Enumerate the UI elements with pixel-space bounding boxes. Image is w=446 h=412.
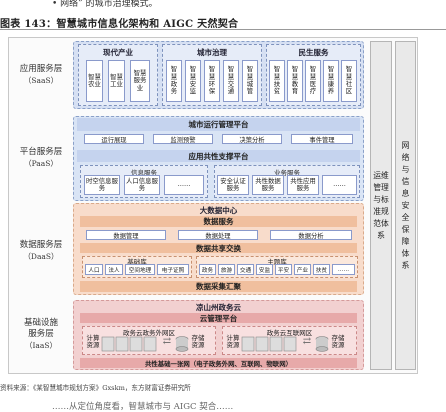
common-platform-title: 应用共性支撑平台	[77, 150, 360, 162]
left-server-rack-icon	[101, 336, 157, 352]
top-text-fragment: • 网络” 的城市治理模式。	[52, 0, 158, 9]
app-smart-medical: 智慧医疗	[305, 60, 321, 102]
data-collection-title: 数据采集汇聚	[80, 281, 357, 292]
biz-services-title: 业务服务	[274, 169, 300, 177]
population-info-service: 人口信息服务	[124, 175, 160, 195]
left-compute-label: 计算资源	[86, 334, 100, 349]
security-auth-service: 安全认证服务	[217, 175, 249, 195]
daas-layer-name: 数据服务层	[19, 240, 63, 250]
topic-public-security: 平安	[275, 264, 292, 275]
data-processing: 数据处理	[178, 230, 258, 240]
saas-layer-sub: （SaaS）	[23, 76, 59, 85]
ops-platform-title: 城市运行管理平台	[77, 118, 360, 131]
left-link-arrow-icon: ⇄	[162, 336, 172, 347]
app-smart-agriculture: 智慧农业	[86, 60, 103, 102]
daas-layer-label: 数据服务层 （DaaS）	[12, 240, 70, 262]
base-e-license: 电子证照	[157, 264, 189, 275]
spatial-info-service: 时空信息服务	[84, 175, 120, 195]
base-spatial-geo: 空间地理	[125, 264, 155, 275]
topic-safety: 安监	[256, 264, 273, 275]
governance-title: 城市治理	[197, 48, 227, 57]
iaas-layer-name-2: 服务层	[28, 329, 54, 339]
iaas-layer-label: 基础设施 服务层 （IaaS）	[12, 318, 70, 351]
daas-layer-sub: （DaaS）	[23, 252, 59, 261]
iaas-layer-name-1: 基础设施	[23, 318, 58, 328]
data-exchange-title: 数据共享交换	[80, 243, 357, 253]
gov-internet-zone-title: 政务云互联网区	[266, 329, 313, 337]
app-smart-services: 智慧服务业	[130, 60, 150, 102]
info-services-title: 信息服务	[131, 169, 157, 177]
livelihood-title: 民生服务	[298, 48, 329, 57]
app-smart-education: 智慧教育	[287, 60, 303, 102]
cloud-mgmt-platform: 云管理平台	[80, 313, 357, 323]
right-storage-icon	[315, 336, 329, 352]
topic-gov: 政务	[199, 264, 216, 275]
right-storage-label: 存储资源	[331, 334, 345, 349]
bigdata-center-title: 大数据中心	[199, 206, 238, 215]
ops-event-mgmt: 事件管理	[291, 134, 353, 144]
iaas-layer-sub: （IaaS）	[24, 341, 58, 350]
gov-extranet-zone-title: 政务云政务外网区	[123, 329, 175, 337]
app-smart-safety: 智慧安监	[185, 60, 201, 102]
industry-title: 现代产业	[103, 48, 133, 57]
topic-library-title: 主题库	[267, 258, 287, 266]
common-network-bar: 共性基础一张网（电子政务外网、互联网、物联网）	[80, 358, 357, 368]
ops-display: 运行展现	[84, 134, 144, 144]
app-smart-env: 智慧环保	[204, 60, 220, 102]
left-storage-icon	[175, 336, 189, 352]
app-smart-industry: 智慧工业	[108, 60, 125, 102]
common-app-service: 共性应用服务	[287, 175, 319, 195]
left-storage-label: 存储资源	[191, 334, 205, 349]
topic-tourism: 旅游	[218, 264, 235, 275]
right-compute-label: 计算资源	[226, 334, 240, 349]
base-library-title: 基础库	[127, 258, 147, 266]
title-rule	[0, 29, 446, 30]
security-column: 网络与信息安全保障体系	[395, 41, 416, 370]
paas-layer-sub: （PaaS）	[24, 159, 58, 168]
topic-poverty: 扶贫	[313, 264, 330, 275]
app-smart-community: 智慧社区	[341, 60, 357, 102]
data-management: 数据管理	[86, 230, 166, 240]
app-smart-wellness: 智慧康养	[323, 60, 339, 102]
app-smart-traffic: 智慧交通	[223, 60, 239, 102]
topic-more: ……	[332, 264, 355, 275]
right-server-rack-icon	[241, 336, 297, 352]
ops-decision-analysis: 决策分析	[222, 134, 282, 144]
ops-monitor-warning: 监测预警	[153, 134, 213, 144]
base-population: 人口	[85, 264, 103, 275]
paas-layer-label: 平台服务层 （PaaS）	[12, 147, 70, 169]
app-smart-city-mgmt: 智慧城管	[242, 60, 258, 102]
figure-title: 图表 143：智慧城市信息化架构和 AIGC 天然契合	[0, 19, 239, 30]
right-link-arrow-icon: ⇄	[302, 336, 312, 347]
biz-more: ……	[322, 175, 357, 195]
topic-traffic: 交通	[237, 264, 254, 275]
data-service-title: 数据服务	[80, 216, 357, 227]
data-analysis: 数据分析	[270, 230, 352, 240]
topic-industry: 产业	[294, 264, 311, 275]
source-note: 资料来源：《某智慧城市规划方案》Gxskm，东方财富证券研究所	[0, 384, 191, 392]
common-data-service: 共性数据服务	[252, 175, 284, 195]
paas-layer-name: 平台服务层	[19, 147, 63, 157]
ops-standards-column: 运维管理与标准规范体系	[370, 41, 392, 370]
base-legal-entity: 法人	[105, 264, 123, 275]
saas-layer-label: 应用服务层 （SaaS）	[12, 64, 70, 86]
bottom-text-fragment: ……从定位角度看，智慧城市与 AIGC 契合……	[52, 402, 234, 412]
app-smart-gov: 智慧政务	[166, 60, 182, 102]
info-more: ……	[164, 175, 204, 195]
gov-cloud-title: 凉山州政务云	[196, 303, 241, 312]
saas-layer-name: 应用服务层	[19, 64, 63, 74]
app-smart-poverty: 智慧扶贫	[269, 60, 285, 102]
